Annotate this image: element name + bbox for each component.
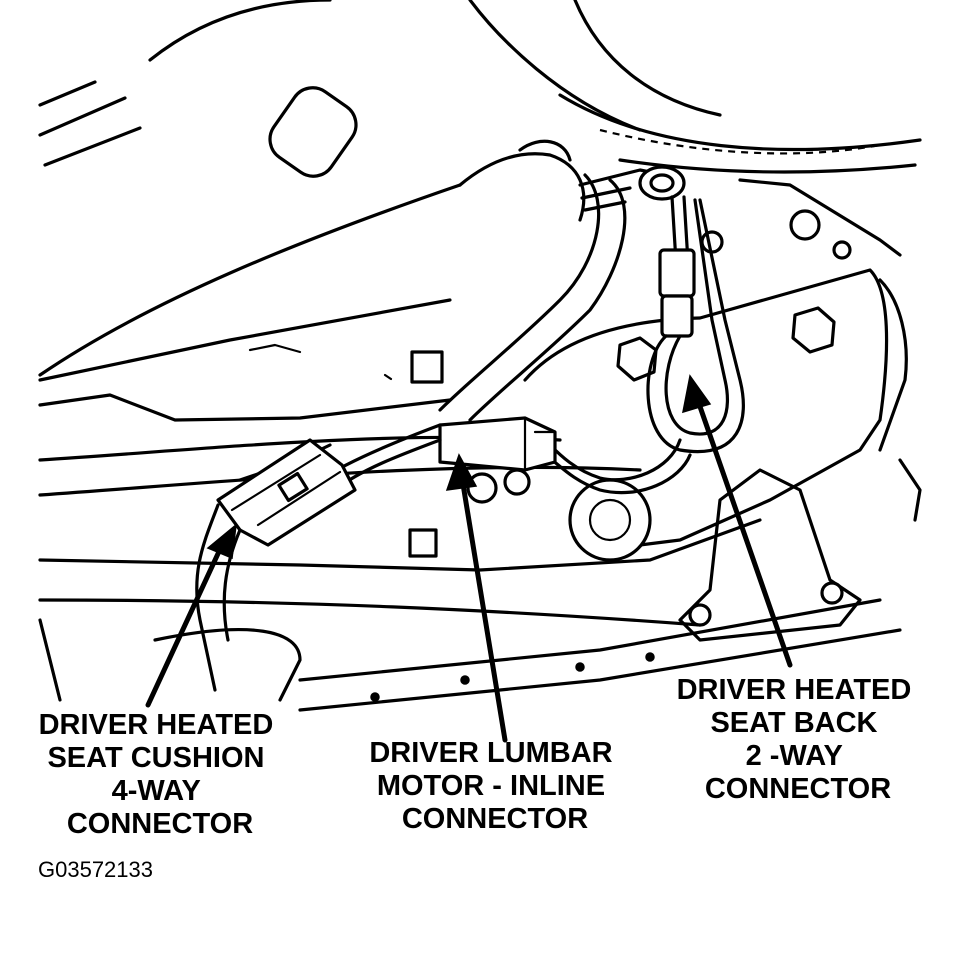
seatback-2way-plug-upper [658,248,696,298]
seatback-2way-plug-lower [660,294,694,338]
callout-cushion-line-1: DRIVER HEATED [39,709,274,741]
leader-lumbar [445,453,508,743]
callout-cushion: DRIVER HEATED SEAT CUSHION 4-WAY CONNECT… [39,709,282,840]
cushion-pad [38,86,586,422]
callout-lumbar-line-2: MOTOR - INLINE [377,770,605,802]
arrowhead-seatback [682,374,712,414]
leader-cushion [145,523,237,708]
figure-id: G03572133 [38,857,153,882]
callout-lumbar-line-3: CONNECTOR [402,803,588,835]
callout-seatback: DRIVER HEATED SEAT BACK 2 -WAY CONNECTOR [677,674,920,805]
callout-cushion-line-3: 4-WAY [112,775,201,807]
bolt-head-right [791,306,836,354]
callout-seatback-line-4: CONNECTOR [705,773,891,805]
upper-left-hatch [38,80,142,167]
wiring-harness [195,165,745,692]
leader-seatback [682,374,793,668]
callout-lumbar: DRIVER LUMBAR MOTOR - INLINE CONNECTOR [369,737,620,835]
lumbar-inline-connector-body [438,416,557,472]
seat-upper-shell [148,0,922,174]
arrowhead-cushion [206,523,237,560]
callout-seatback-line-1: DRIVER HEATED [677,674,912,706]
callout-cushion-line-2: SEAT CUSHION [47,742,264,774]
arrowhead-lumbar [445,453,478,491]
callout-seatback-line-3: 2 -WAY [746,740,843,772]
callout-cushion-line-4: CONNECTOR [67,808,253,840]
recliner-bracket [523,178,922,642]
bolt-head-left [616,336,658,382]
callout-seatback-line-2: SEAT BACK [710,707,877,739]
callout-lumbar-line-1: DRIVER LUMBAR [369,737,612,769]
